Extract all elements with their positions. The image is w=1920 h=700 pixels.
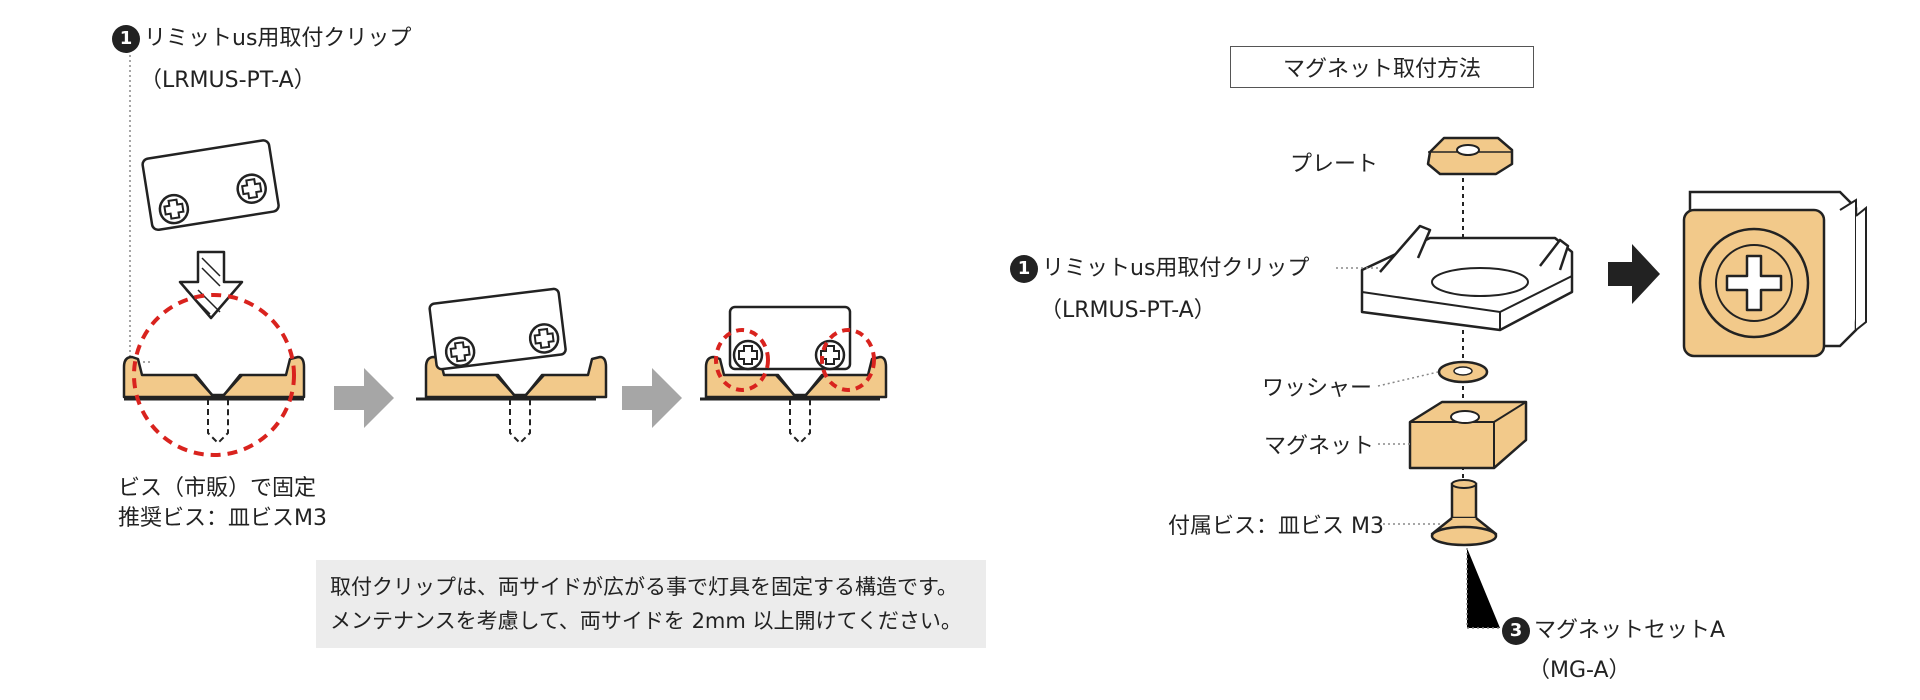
exploded-magnet xyxy=(1408,400,1528,470)
step1-highlight xyxy=(132,293,296,457)
right-clip-code: （LRMUS-PT-A） xyxy=(1040,298,1216,323)
right-clip-name: リミットus用取付クリップ xyxy=(1042,256,1310,281)
number-badge: 1 xyxy=(112,25,140,53)
number-badge: 3 xyxy=(1502,617,1530,645)
right-diagram xyxy=(1336,136,1867,629)
assembled-result xyxy=(1682,190,1867,358)
right-arrow-icon xyxy=(1608,244,1660,304)
install-note: 取付クリップは、両サイドが広がる事で灯具を固定する構造です。 メンテナンスを考慮… xyxy=(316,560,986,648)
number-badge: 1 xyxy=(1010,255,1038,283)
step2-plate xyxy=(428,287,567,371)
phillips-screw-icon xyxy=(1725,254,1783,312)
plate-label: プレート xyxy=(1290,152,1379,177)
screw-note-line2: 推奨ビス：皿ビスM3 xyxy=(118,506,327,531)
magnet-set-code: （MG-A） xyxy=(1528,658,1631,683)
left-clip-name: リミットus用取付クリップ xyxy=(144,26,412,51)
left-diagram xyxy=(122,55,888,457)
screw-label: 付属ビス：皿ビス M3 xyxy=(1168,514,1384,539)
magnet-set-name: マグネットセットA xyxy=(1534,618,1726,643)
install-note-line2: メンテナンスを考慮して、両サイドを 2mm 以上開けてください。 xyxy=(330,609,962,633)
exploded-clip xyxy=(1360,224,1574,332)
down-arrow-icon xyxy=(178,250,244,320)
magnet-label: マグネット xyxy=(1264,434,1375,459)
step3-plate xyxy=(728,305,852,371)
install-note-line1: 取付クリップは、両サイドが広がる事で灯具を固定する構造です。 xyxy=(330,575,958,599)
leader-line xyxy=(129,55,150,363)
washer-label: ワッシャー xyxy=(1262,376,1373,401)
right-arrow-icon xyxy=(622,368,682,428)
step3-highlight-left xyxy=(714,328,770,392)
magnet-method-title: マグネット取付方法 xyxy=(1230,46,1535,88)
screw-note-line1: ビス（市販）で固定 xyxy=(118,476,317,501)
exploded-plate xyxy=(1426,136,1514,176)
step3-highlight-right xyxy=(820,328,876,392)
exploded-washer xyxy=(1437,360,1489,384)
exploded-screw xyxy=(1430,479,1498,547)
step1-plate xyxy=(141,139,280,232)
left-clip-code: （LRMUS-PT-A） xyxy=(140,68,316,93)
right-arrow-icon xyxy=(334,368,394,428)
